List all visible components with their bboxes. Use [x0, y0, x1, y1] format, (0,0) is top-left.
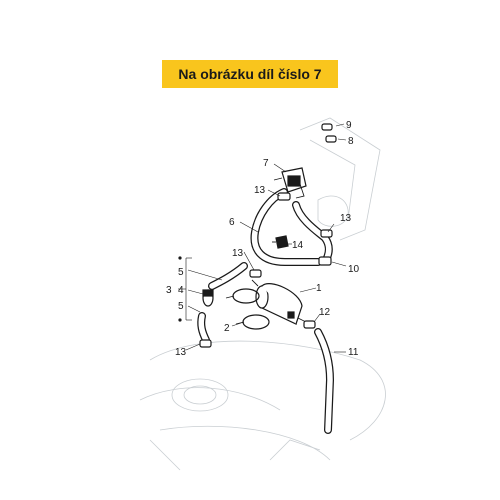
callout-13-right: 13: [340, 213, 352, 224]
fuel-filter-part-1: [251, 279, 307, 325]
leader-lines: [185, 123, 347, 353]
hose-clamp-10: [318, 256, 332, 266]
hose-clamp-13-lower: [199, 339, 212, 348]
callout-13-middle: 13: [232, 248, 244, 259]
callout-5-upper: 5: [178, 267, 184, 278]
valve-part-7: [273, 167, 307, 199]
hose-clamp-13-middle: [249, 269, 262, 278]
drain-hose-part-11: [314, 328, 335, 434]
callout-4: 4: [178, 285, 184, 296]
connector-part-14: [272, 235, 289, 249]
callout-2: 2: [224, 323, 230, 334]
hose-part-6: [250, 188, 322, 266]
clamp-part-9: [321, 123, 333, 131]
inline-valve-part-4: [202, 289, 214, 307]
bracket-dot-top: [178, 256, 182, 260]
banner-text: Na obrázku díl číslo 7: [178, 66, 322, 82]
callout-5-lower: 5: [178, 301, 184, 312]
callout-6: 6: [229, 217, 235, 228]
callout-11: 11: [348, 347, 359, 358]
hose-part-10: [292, 201, 333, 264]
callout-3: 3: [166, 285, 172, 296]
callout-8: 8: [348, 136, 354, 147]
callout-9: 9: [346, 120, 352, 131]
title-banner: Na obrázku díl číslo 7: [162, 60, 338, 88]
bracket-dot-bottom: [178, 318, 182, 322]
hose-clamp-13-right: [320, 229, 333, 238]
hose-part-5-upper: [208, 262, 248, 290]
group-bracket-part-3: [178, 256, 192, 322]
callout-12: 12: [319, 307, 331, 318]
callout-13-upper: 13: [254, 185, 266, 196]
callout-10: 10: [348, 264, 360, 275]
callout-7: 7: [263, 158, 269, 169]
callout-1: 1: [316, 283, 322, 294]
clamp-part-8: [325, 135, 337, 143]
background-frame-outline: [139, 117, 386, 471]
callout-labels: 9 8 7 13 6 13 14 13 10 5 3 4 5 1 12 2 13…: [166, 120, 360, 358]
hose-clamp-13-upper: [277, 192, 291, 201]
callout-13-lower: 13: [175, 347, 187, 358]
callout-14: 14: [292, 240, 304, 251]
hose-clamp-12: [303, 320, 316, 329]
hose-part-5-lower: [197, 312, 210, 344]
